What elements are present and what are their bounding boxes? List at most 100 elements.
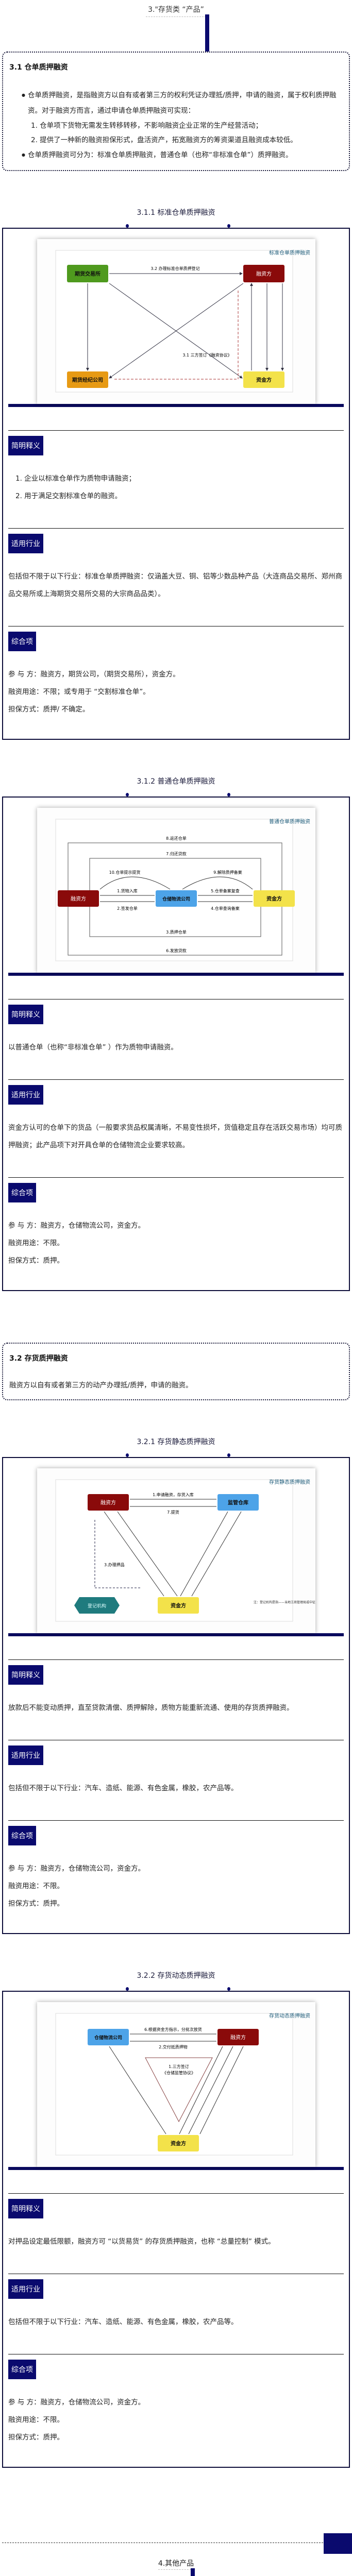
diagram-divider (8, 404, 344, 407)
header-dot (126, 1453, 129, 1457)
svg-text:资金方: 资金方 (171, 2140, 186, 2147)
product-card-static-inventory: 存货静态质押融资 融资方 监管仓库 登记机构 资金方 1.申请融资，存货入库 7… (2, 1457, 350, 1934)
svg-text:2.交付抵质押物: 2.交付抵质押物 (159, 2044, 188, 2049)
product-title: 3.1.1 标准仓单质押融资 (137, 209, 215, 217)
section-4-header: 4.其他产品 (0, 2488, 352, 2576)
product-card-standard-receipt: 标准仓单质押融资 期货交易所 融资方 期货经纪公司 资金方 3.2 办理标准仓单… (2, 228, 350, 740)
svg-text:期货经纪公司: 期货经纪公司 (72, 377, 103, 383)
svg-text:7.归还贷款: 7.归还贷款 (166, 851, 187, 856)
industry-text: 包括但不限于以下行业：汽车、造纸、能源、有色金属，橡胶，农产品等。 (8, 1784, 238, 1792)
industry-text: 包括但不限于以下行业：标准仓单质押融资：仅涵盖大豆、铜、铝等少数品种产品（大连商… (8, 572, 342, 598)
definition-text: 放款后不能变动质押，直至贷款清偿、质押解除，质物方能重新流通、使用的存货质押融资… (8, 1704, 294, 1712)
svg-text:期货交易所: 期货交易所 (75, 270, 100, 277)
flow-diagram: 存货动态质押融资 仓储物流公司 融资方 资金方 6.根据资金方指示，分批次放货 … (37, 2002, 315, 2167)
header-dot (227, 793, 230, 796)
svg-text:10.仓单提示提货: 10.仓单提示提货 (109, 870, 140, 875)
svg-text:监管仓库: 监管仓库 (228, 1499, 248, 1506)
product-title: 3.2.2 存货动态质押融资 (137, 1972, 215, 1980)
svg-text:注：登记机构是指——当地工商管理局或中征动产融资统一平台等。: 注：登记机构是指——当地工商管理局或中征动产融资统一平台等。 (254, 1600, 315, 1604)
sub-item: 1. 仓单项下货物无需发生转移转移，不影响融资企业正常的生产经营活动； (31, 122, 263, 130)
section-tag: 简明释义 (8, 436, 43, 455)
svg-text:4.仓单查询备案: 4.仓单查询备案 (211, 906, 240, 911)
flow-diagram: 存货静态质押融资 融资方 监管仓库 登记机构 资金方 1.申请融资，存货入库 7… (37, 1468, 315, 1633)
svg-text:3.办理押品: 3.办理押品 (104, 1562, 125, 1567)
svg-text:仓储物流公司: 仓储物流公司 (93, 2035, 122, 2041)
divider (8, 1659, 344, 1660)
svg-text:普通仓单质押融资: 普通仓单质押融资 (269, 818, 310, 825)
header-dot (126, 224, 129, 228)
svg-text:标准仓单质押融资: 标准仓单质押融资 (269, 249, 310, 256)
flow-diagram: 标准仓单质押融资 期货交易所 融资方 期货经纪公司 资金方 3.2 办理标准仓单… (37, 239, 315, 404)
svg-text:8.返还仓单: 8.返还仓单 (166, 836, 187, 841)
section-3-1-summary: 3.1 仓单质押融资 仓单质押融资，是指融资方以自有或者第三方的权利凭证办理抵/… (2, 52, 350, 171)
summary-text: 参 与 方：融资方，期货公司，（期货交易所），资金方。 融资用途：不限；或专用于… (8, 670, 180, 714)
product-header: 3.2.1 存货静态质押融资 (0, 1436, 352, 1457)
section-text: 融资方以自有或者第三方的动产办理抵/质押，申请的融资。 (9, 1381, 193, 1389)
svg-text:存货动态质押融资: 存货动态质押融资 (269, 2012, 310, 2019)
svg-text:融资方: 融资方 (100, 1499, 116, 1506)
svg-text:融资方: 融资方 (256, 270, 272, 277)
title-accent-bar (191, 2568, 195, 2576)
section-tag: 适用行业 (8, 534, 43, 553)
svg-text:1.三方签订: 1.三方签订 (169, 2064, 189, 2069)
svg-text:1.货物入库: 1.货物入库 (117, 888, 138, 893)
summary-text: 参 与 方：融资方，仓储物流公司，资金方。 融资用途：不限。 担保方式：质押。 (8, 1222, 145, 1265)
main-title: 3."存货类 “产品” (146, 4, 206, 17)
section-tag: 适用行业 (8, 1745, 43, 1765)
summary-text: 参 与 方：融资方，仓储物流公司，资金方。 融资用途：不限。 担保方式：质押。 (8, 2398, 145, 2442)
product-header: 3.1.1 标准仓单质押融资 (0, 207, 352, 228)
header-dot (227, 1453, 230, 1457)
svg-text:存货静态质押融资: 存货静态质押融资 (269, 1479, 310, 1485)
section-tag: 简明释义 (8, 1665, 43, 1685)
header-dot (227, 224, 230, 228)
section-heading: 3.2 存货质押融资 (9, 1354, 68, 1363)
header-dot (126, 793, 129, 796)
bullet-item: 仓单质押融资可分为：标准仓单质押融资，普通仓单（也称“非标准仓单”）质押融资。 (9, 147, 343, 163)
diagram-divider (8, 973, 344, 976)
summary-text: 参 与 方：融资方，仓储物流公司，资金方。 融资用途：不限。 担保方式：质押。 (8, 1865, 145, 1908)
svg-text:5.仓单备案复查: 5.仓单备案复查 (211, 888, 240, 893)
definition-text: 对押品设定最低限额，融资方可 “以货易货” 的存货质押融资，也称 “总量控制” … (8, 2238, 275, 2246)
svg-text:资金方: 资金方 (171, 1602, 186, 1609)
divider (8, 1820, 344, 1821)
header-dot (126, 1987, 129, 1991)
product-card-ordinary-receipt: 普通仓单质押融资 8.返还仓单 7.归还贷款 融资方 仓储物流公司 资金方 10… (2, 796, 350, 1291)
section-tag: 综合项 (8, 632, 36, 651)
svg-text:3.2 办理标准仓单质押登记: 3.2 办理标准仓单质押登记 (150, 266, 199, 271)
industry-text: 包括但不限于以下行业：汽车、造纸、能源、有色金属，橡胶，农产品等。 (8, 2318, 238, 2326)
svg-text:6.发放贷款: 6.发放贷款 (166, 948, 187, 953)
product-title: 3.1.2 普通仓单质押融资 (137, 777, 215, 786)
diagram-divider (8, 2167, 344, 2170)
product-header: 3.1.2 普通仓单质押融资 (0, 776, 352, 796)
svg-text:3.质押仓单: 3.质押仓单 (166, 929, 187, 935)
svg-text:3.1 三方签订《融资协议》: 3.1 三方签订《融资协议》 (182, 352, 231, 358)
sub-item: 2. 提供了一种新的融资担保形式，盘活资产，拓宽融资方的筹资渠道且融资成本较低。 (31, 136, 297, 144)
svg-text:1.申请融资，存货入库: 1.申请融资，存货入库 (153, 1492, 194, 1497)
svg-text:融资方: 融资方 (71, 895, 86, 902)
svg-text:资金方: 资金方 (266, 895, 282, 902)
section-tag: 简明释义 (8, 2199, 43, 2218)
main-title-block: 3."存货类 “产品” (0, 0, 352, 52)
product-title: 3.2.1 存货静态质押融资 (137, 1438, 215, 1446)
definition-text: 以普通仓单（也称“非标准仓单” ）作为质物申请融资。 (8, 1043, 178, 1052)
bullet-item: 仓单质押融资，是指融资方以自有或者第三方的权利凭证办理抵/质押，申请的融资，属于… (9, 88, 343, 118)
product-header: 3.2.2 存货动态质押融资 (0, 1970, 352, 1991)
svg-text:融资方: 融资方 (230, 2034, 246, 2041)
divider (8, 1079, 344, 1080)
svg-text:登记机构: 登记机构 (87, 1603, 106, 1609)
definition-text: 1. 企业以标准仓单作为质物申请融资； 2. 用于满足交割标准仓单的融资。 (15, 474, 136, 500)
svg-text:资金方: 资金方 (256, 377, 272, 383)
divider (8, 430, 344, 431)
title-accent-bar (205, 14, 209, 52)
divider (8, 1177, 344, 1178)
svg-text:《仓储监管协议》: 《仓储监管协议》 (162, 2070, 195, 2075)
section-4-title: 4.其他产品 (158, 2560, 194, 2570)
svg-text:9.解除质押备案: 9.解除质押备案 (213, 870, 242, 875)
flow-diagram: 普通仓单质押融资 8.返还仓单 7.归还贷款 融资方 仓储物流公司 资金方 10… (37, 808, 315, 973)
divider (8, 528, 344, 529)
svg-text:仓储物流公司: 仓储物流公司 (161, 896, 190, 902)
accent-block (324, 2533, 352, 2554)
section-heading: 3.1 仓单质押融资 (9, 63, 68, 72)
section-tag: 综合项 (8, 1826, 36, 1845)
